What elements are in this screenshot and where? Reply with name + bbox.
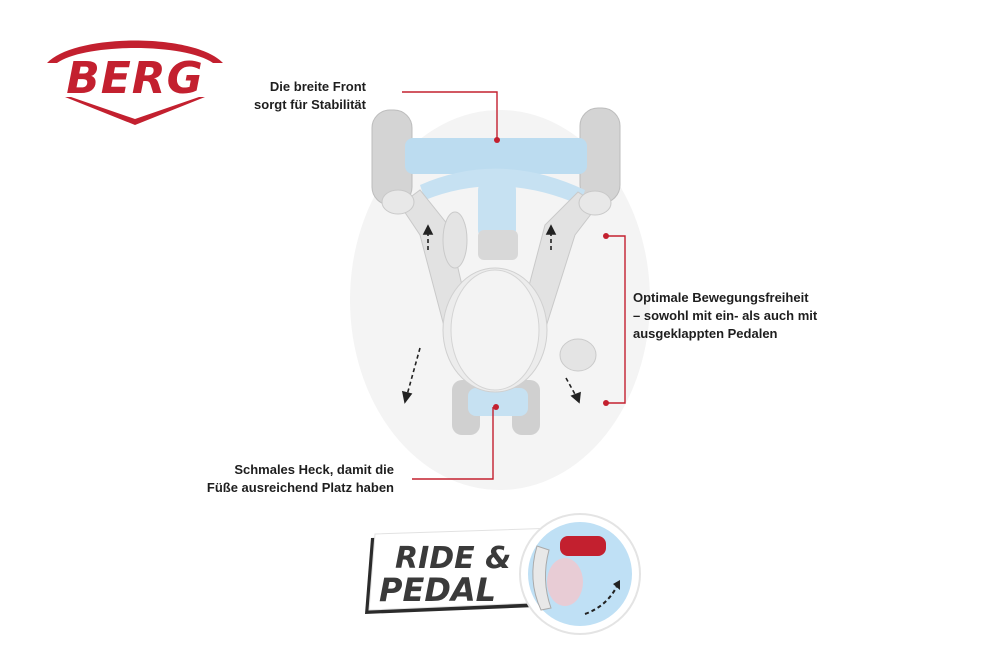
callout-rear: Schmales Heck, damit die Füße ausreichen… (207, 461, 394, 497)
callout-lines (402, 91, 626, 480)
logo-shield-outline (47, 40, 223, 63)
right-leg (559, 338, 597, 372)
callout-front-line1: Die breite Front (269, 79, 366, 94)
rear-frame (468, 388, 528, 416)
pedal-arm-shape (532, 545, 552, 611)
callout-rear-line2: Füße ausreichend Platz haben (206, 480, 394, 495)
callout-freedom-line3: ausgeklappten Pedalen (633, 326, 778, 341)
callout-rear-line1: Schmales Heck, damit die (234, 462, 394, 477)
handlebar (420, 168, 585, 205)
rotate-arrow-head-icon (613, 580, 620, 590)
pedal-icon (560, 536, 606, 556)
badge-line2: PEDAL (379, 571, 496, 609)
callout-freedom: Optimale Bewegungsfreiheit – sowohl mit … (633, 289, 817, 343)
pedal-ghost-icon (547, 558, 583, 606)
callout-freedom-line1: Optimale Bewegungsfreiheit (633, 290, 809, 305)
movement-arrows (401, 224, 581, 404)
logo-shield-bottom (65, 97, 205, 125)
callout-freedom-line2: – sowohl mit ein- als auch mit (633, 308, 818, 323)
left-knee (442, 211, 468, 269)
rear-marker-dot (493, 404, 499, 410)
rotate-arrow-icon (584, 585, 618, 615)
badge-line1: RIDE & (395, 541, 511, 576)
seat (478, 230, 518, 260)
right-hand (578, 190, 612, 216)
callout-front: Die breite Front sorgt für Stabilität (254, 78, 366, 114)
head (450, 269, 540, 391)
left-hand (381, 189, 415, 215)
logo-text: BERG (66, 53, 204, 104)
ride-pedal-badge: RIDE & PEDAL (365, 513, 641, 635)
berg-logo: BERG (47, 40, 223, 125)
front-frame (405, 138, 587, 174)
frame-neck (478, 180, 516, 240)
callout-front-line2: sorgt für Stabilität (254, 97, 366, 112)
